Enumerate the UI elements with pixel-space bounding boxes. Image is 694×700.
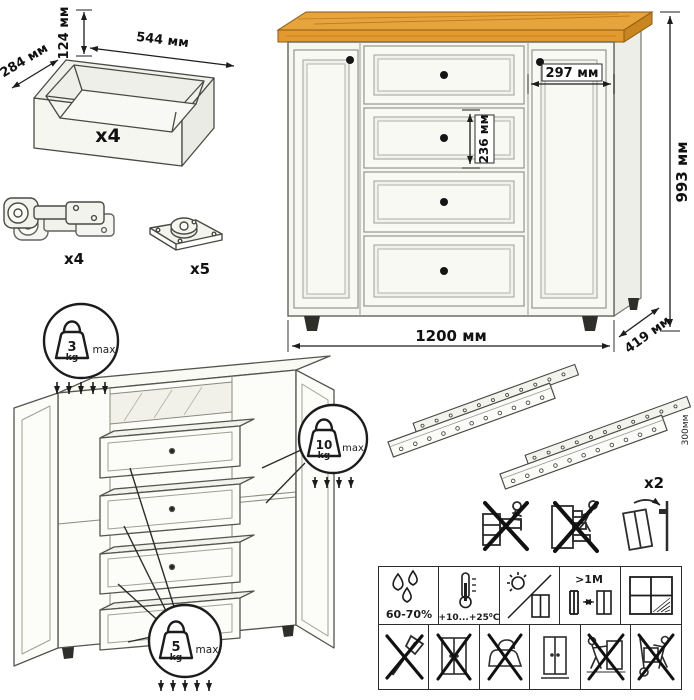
drawer-height-dim: 236 мм <box>477 115 491 164</box>
drawer-depth-dim: 284 мм <box>0 41 51 81</box>
foot-count-label: x5 <box>190 260 210 278</box>
ventilation-cell <box>619 566 682 626</box>
no-climbing-icon <box>551 500 599 553</box>
sunlight-cell <box>498 566 561 626</box>
load-top-unit: kg <box>66 353 78 363</box>
slide-rail <box>387 363 580 458</box>
commode-dimensions <box>287 11 680 352</box>
min-distance-label: >1M <box>575 573 603 586</box>
door-width-label-box <box>541 63 603 82</box>
window-ventilation-icon <box>628 576 673 615</box>
hinge-icon <box>3 197 115 241</box>
drawer-box-drawing <box>33 59 215 167</box>
no-hand-truck-icon <box>637 633 675 681</box>
load-drawers-unit: kg <box>170 653 182 663</box>
upright-position-cell <box>529 624 582 691</box>
load-shelf-unit: kg <box>318 451 330 461</box>
load-shelf-value: 10 <box>316 438 333 452</box>
load-badge-shelf: 10 kg max <box>297 403 369 488</box>
cabinet-depth-dim: 419 мм <box>622 314 674 357</box>
slide-rail <box>499 395 692 490</box>
load-badge-top: 3 kg max <box>42 302 120 394</box>
care-grid-row-1: 60-70% +10...+25⁰C <box>378 566 682 626</box>
heat-distance-icon: >1M <box>569 573 613 615</box>
no-sharp-tools-icon <box>385 634 425 681</box>
foot-icon <box>149 217 223 251</box>
drawer-knobs <box>440 71 448 275</box>
load-shelf-note: max <box>342 443 364 454</box>
hinge-hardware: x4 <box>3 197 115 268</box>
slides-count-label: x2 <box>644 474 664 492</box>
load-badge-drawers: 5 kg max <box>147 603 223 691</box>
load-top-note: max <box>93 344 116 356</box>
anti-tip-wall-fixing-icon <box>622 497 669 551</box>
care-icon-grid: 60-70% +10...+25⁰C <box>378 566 683 691</box>
cabinet-warning-cell <box>428 624 481 691</box>
load-drawers-note: max <box>196 644 219 656</box>
slides-length-label: 300мм <box>681 415 691 446</box>
no-dragging-icon <box>586 633 626 681</box>
temperature-cell: +10...+25⁰C <box>438 566 501 626</box>
no-sitting-on-drawer-icon <box>482 501 529 551</box>
drawer-count-label: x4 <box>95 125 120 147</box>
commode-feet <box>304 298 639 331</box>
load-limit-diagram: 3 kg max 10 kg max <box>13 302 369 691</box>
no-sharp-tools-cell <box>378 624 430 691</box>
load-top-value: 3 <box>67 340 76 355</box>
safety-icons-row <box>476 496 676 558</box>
no-direct-sunlight-icon <box>506 572 552 619</box>
drawer-box-diagram: x4 124 мм 544 мм 284 мм <box>0 7 235 167</box>
left-door <box>293 49 359 309</box>
drawer-height-label-box <box>474 114 495 164</box>
heat-distance-cell: >1M <box>559 566 622 626</box>
commode-drawing <box>276 11 654 331</box>
hinge-count-label: x4 <box>64 250 84 268</box>
foot-hardware: x5 <box>149 217 223 278</box>
door-width-dim: 297 мм <box>546 66 599 81</box>
right-door <box>531 49 607 309</box>
cabinet-upright-icon <box>541 636 570 680</box>
open-drawers <box>99 418 255 651</box>
no-dragging-cell <box>579 624 632 691</box>
open-cabinet-drawing <box>13 355 335 667</box>
no-hot-objects-cell <box>478 624 531 691</box>
temperature-range-label: +10...+25⁰C <box>439 613 500 623</box>
temperature-icon: +10...+25⁰C <box>439 572 500 623</box>
humidity-icon: 60-70% <box>386 569 432 621</box>
no-hot-iron-icon <box>487 633 523 681</box>
cabinet-height-dim: 993 мм <box>673 141 691 202</box>
no-cabinet-misuse-icon <box>436 633 472 681</box>
commode-diagram: 297 мм 236 мм 993 мм 1200 мм 419 мм <box>276 11 691 357</box>
drawer-height-dim: 124 мм <box>57 7 72 60</box>
load-drawers-value: 5 <box>171 640 180 655</box>
drawer-box-dimensions <box>11 9 235 89</box>
care-grid-row-2 <box>378 624 683 691</box>
no-hand-truck-cell <box>630 624 683 691</box>
drawer-width-dim: 544 мм <box>135 30 189 51</box>
drawer-slides-diagram: x2 300мм <box>387 363 692 492</box>
cabinet-width-dim: 1200 мм <box>415 327 487 345</box>
humidity-range-label: 60-70% <box>386 608 432 621</box>
humidity-cell: 60-70% <box>378 566 440 626</box>
left-door-knob <box>346 56 354 64</box>
